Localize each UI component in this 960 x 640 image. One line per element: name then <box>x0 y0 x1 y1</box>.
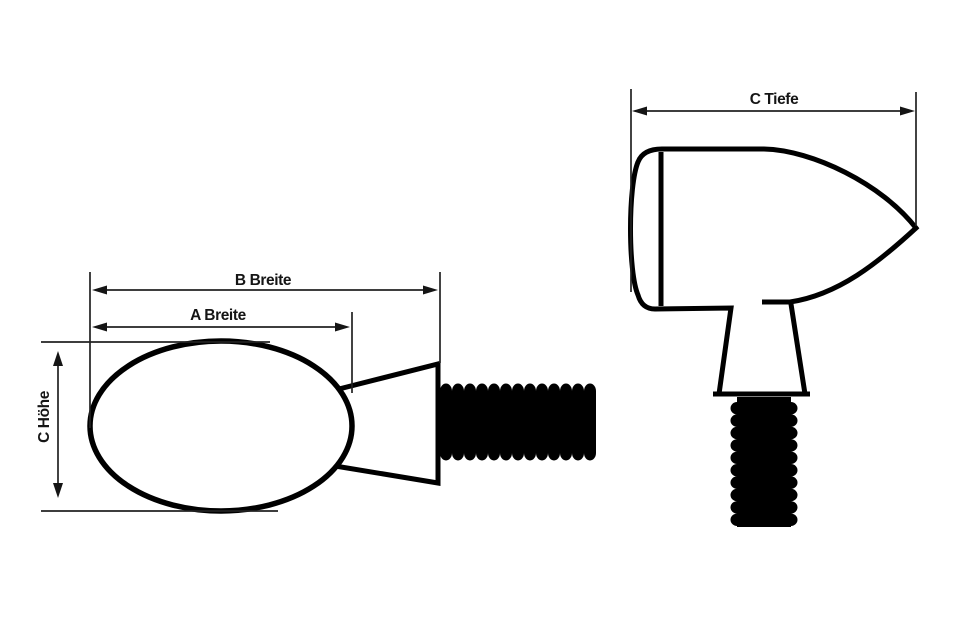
dim-b-label: B Breite <box>235 272 292 289</box>
dim-b-arrow-right-icon <box>423 285 438 295</box>
side-lamp-body <box>87 338 355 514</box>
dim-a-arrow-left-icon <box>92 322 107 332</box>
dim-ct-label: C Tiefe <box>750 91 799 108</box>
dimension-b-width: B Breite <box>92 272 438 295</box>
dimension-c-height: C Höhe <box>36 351 63 498</box>
side-view: B Breite A Breite C Höhe <box>36 272 596 514</box>
side-threaded-bolt <box>440 383 596 461</box>
dim-a-arrow-right-icon <box>335 322 350 332</box>
dim-a-label: A Breite <box>190 307 246 324</box>
dim-ch-arrow-top-icon <box>53 351 63 366</box>
dim-ct-arrow-left-icon <box>632 106 647 116</box>
dim-ch-arrow-bottom-icon <box>53 483 63 498</box>
profile-threaded-bolt <box>730 397 798 527</box>
dimension-a-width: A Breite <box>92 307 350 332</box>
dim-b-arrow-left-icon <box>92 285 107 295</box>
dim-ct-arrow-right-icon <box>900 106 915 116</box>
dim-ch-label: C Höhe <box>36 390 53 443</box>
dimension-c-depth: C Tiefe <box>632 91 915 116</box>
profile-housing <box>628 146 920 397</box>
profile-view: C Tiefe <box>628 89 920 527</box>
